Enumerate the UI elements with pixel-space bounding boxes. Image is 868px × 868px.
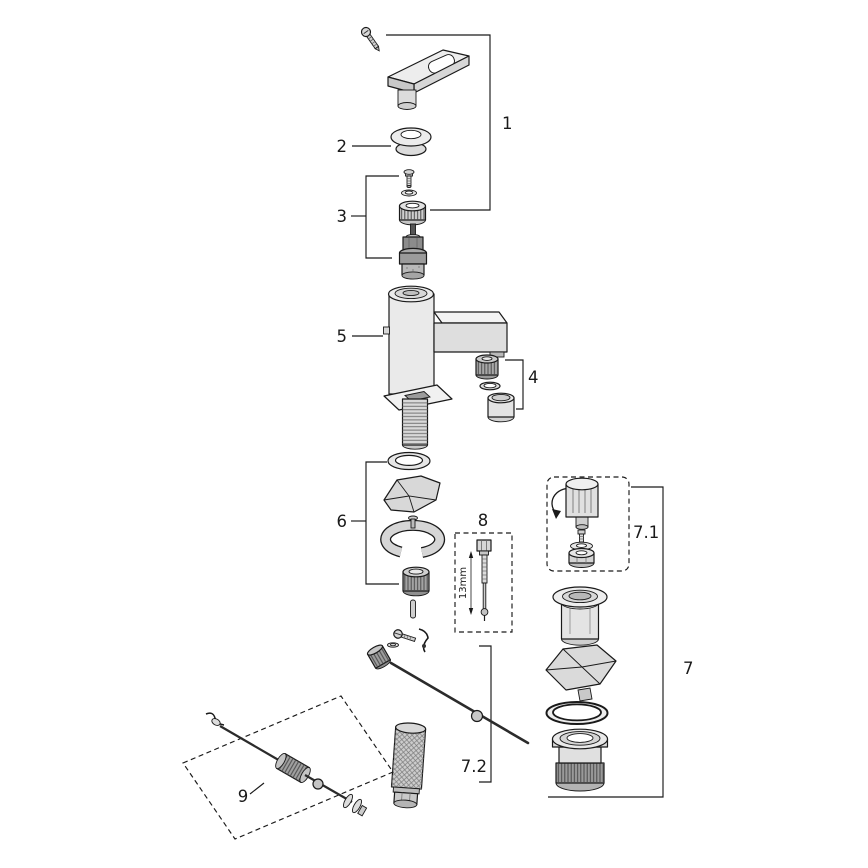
supply-hose <box>390 722 427 809</box>
faucet-body <box>383 285 508 395</box>
knob-washer <box>570 541 593 551</box>
mounting-horseshoe-bracket <box>380 515 446 558</box>
callout-label-9: 9 <box>238 787 249 806</box>
aerator-housing <box>487 392 515 423</box>
base-gasket <box>387 451 431 471</box>
threaded-shank <box>401 398 429 450</box>
callout-bracket-7 <box>548 486 664 798</box>
pullrod-knob-box <box>546 476 630 572</box>
callout-label-5: 5 <box>337 327 348 346</box>
aerator-insert <box>475 354 499 380</box>
spout <box>433 311 508 324</box>
callout-bracket-6 <box>351 461 399 585</box>
drain-tee-body <box>545 644 617 702</box>
callout-label-8: 8 <box>478 511 489 530</box>
callout-line-9 <box>249 782 265 795</box>
callout-bracket-4 <box>505 359 524 410</box>
base-plate <box>383 384 453 411</box>
pullrod-kit-box <box>182 695 394 840</box>
stabilizer-wedge <box>383 475 441 513</box>
hex-bolt-tool <box>476 539 492 621</box>
callout-label-3: 3 <box>337 207 348 226</box>
top-fixing-screw <box>360 26 380 52</box>
ball-lever-rod <box>389 661 530 745</box>
ceramic-cartridge <box>398 223 428 280</box>
drain-lower-body <box>551 728 609 792</box>
callout-bracket-1 <box>386 34 491 211</box>
knob-nut <box>568 547 595 568</box>
handle-cap-ring <box>390 127 432 157</box>
cartridge-screw <box>403 169 415 188</box>
cartridge-washer <box>401 189 417 197</box>
drain-flange <box>552 586 608 646</box>
callout-label-6: 6 <box>337 512 348 531</box>
pullrod-assembly <box>205 712 368 817</box>
pivot-nut <box>366 644 391 670</box>
callout-bracket-7-2 <box>479 645 492 783</box>
drain-o-ring <box>545 701 609 725</box>
mounting-nut <box>402 566 430 597</box>
tool-detail-box <box>454 532 513 633</box>
lever-handle <box>387 49 470 110</box>
knob-screw <box>577 529 586 543</box>
wrench-size-dimension <box>468 551 474 615</box>
mounting-pin <box>410 599 416 619</box>
callout-label-7-2: 7.2 <box>461 757 487 776</box>
clevis-screw <box>393 629 417 643</box>
callout-label-2: 2 <box>337 137 348 156</box>
wrench-size-label: 13mm <box>458 567 469 599</box>
pullrod-knob <box>565 477 599 530</box>
callout-label-7-1: 7.1 <box>633 523 659 542</box>
callout-bracket-3 <box>351 175 399 259</box>
pivot-washer <box>387 642 399 648</box>
retaining-clip <box>418 628 429 653</box>
callout-label-4: 4 <box>528 368 539 387</box>
cartridge-nut <box>398 200 427 226</box>
callout-label-1: 1 <box>502 114 513 133</box>
aerator-seal <box>479 381 501 391</box>
callout-label-7: 7 <box>683 659 694 678</box>
